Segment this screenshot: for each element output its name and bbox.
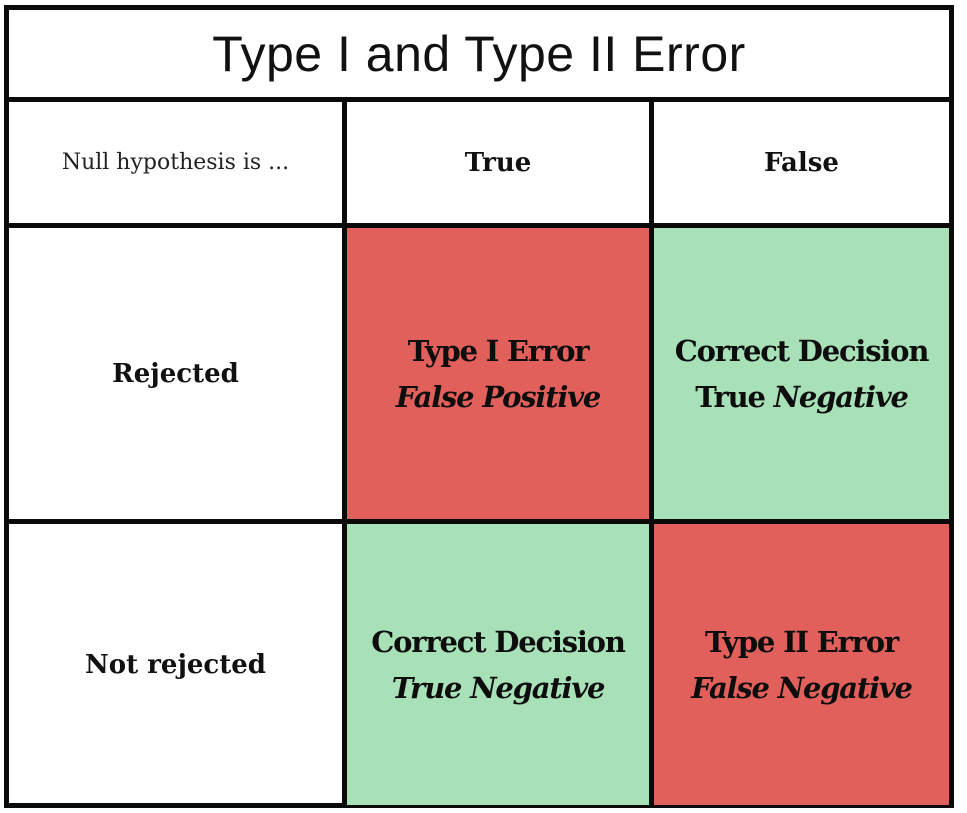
row-rejected-cell: Rejected <box>9 228 342 519</box>
type1-error-subtitle: False Positive <box>395 379 602 414</box>
row-not-rejected-cell: Not rejected <box>9 524 342 805</box>
correct-decision-top-subtitle-plain: True <box>695 379 766 414</box>
grid-line-horizontal-1 <box>9 223 949 228</box>
correct-decision-bottom-subtitle: True Negative <box>391 670 606 705</box>
header-true-label: True <box>464 147 532 178</box>
header-false-cell: False <box>654 102 949 223</box>
header-corner-cell: Null hypothesis is ... <box>9 102 342 223</box>
correct-decision-top-title: Correct Decision <box>674 333 930 368</box>
grid-line-vertical-1 <box>342 102 347 805</box>
cell-type2-error: Type II Error False Negative <box>654 524 949 805</box>
row-rejected-label: Rejected <box>112 358 239 389</box>
header-true-cell: True <box>347 102 649 223</box>
cell-correct-decision-top: Correct Decision True Negative <box>654 228 949 519</box>
header-false-label: False <box>764 147 839 178</box>
type2-error-title: Type II Error <box>705 624 899 659</box>
type2-error-subtitle: False Negative <box>691 670 913 705</box>
type1-error-title: Type I Error <box>407 333 590 368</box>
grid-line-horizontal-2 <box>9 519 949 524</box>
grid-line-vertical-2 <box>649 102 654 805</box>
correct-decision-bottom-title: Correct Decision <box>371 624 626 659</box>
title-bar: Type I and Type II Error <box>9 10 949 102</box>
error-table: Type I and Type II Error Null hypothesis… <box>4 5 954 808</box>
row-not-rejected-label: Not rejected <box>85 649 266 680</box>
table-grid: Null hypothesis is ... True False Reject… <box>9 102 949 805</box>
correct-decision-top-subtitle: True Negative <box>695 374 909 420</box>
cell-type1-error: Type I Error False Positive <box>347 228 649 519</box>
header-corner-label: Null hypothesis is ... <box>61 150 290 175</box>
correct-decision-top-subtitle-italic: Negative <box>773 379 909 414</box>
diagram-title: Type I and Type II Error <box>212 25 746 82</box>
cell-correct-decision-bottom: Correct Decision True Negative <box>347 524 649 805</box>
